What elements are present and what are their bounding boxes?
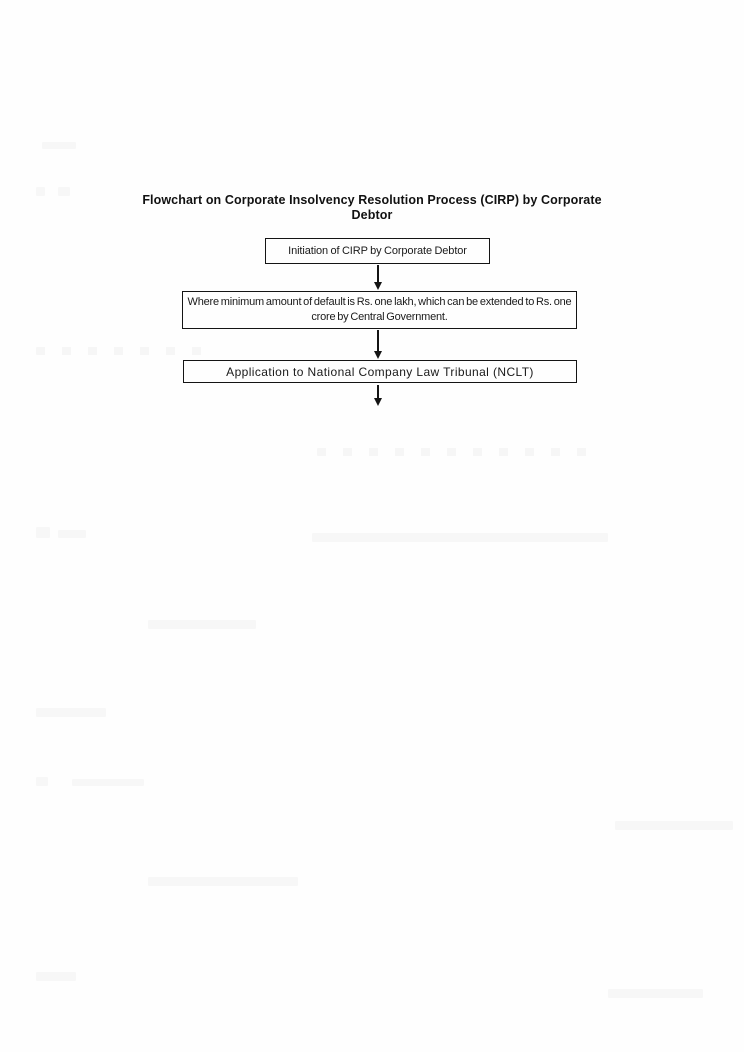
flowchart-node-default-threshold: Where minimum amount of default is Rs. o… bbox=[182, 291, 577, 329]
scan-artifact bbox=[72, 779, 144, 786]
flow-arrow-down-2 bbox=[374, 330, 383, 359]
flow-arrow-down-3 bbox=[374, 385, 383, 406]
arrow-shaft bbox=[377, 385, 379, 398]
arrow-head-icon bbox=[374, 282, 382, 290]
scan-artifact bbox=[36, 777, 48, 786]
scan-artifact bbox=[148, 620, 256, 629]
scan-artifact bbox=[36, 527, 50, 538]
scan-artifact bbox=[58, 530, 86, 538]
flowchart-node-nclt-application-label: Application to National Company Law Trib… bbox=[226, 364, 534, 379]
scan-artifact bbox=[148, 877, 298, 886]
flowchart-node-nclt-application: Application to National Company Law Trib… bbox=[183, 360, 577, 383]
scan-artifact bbox=[615, 821, 733, 830]
flow-arrow-down-1 bbox=[374, 265, 383, 290]
scan-artifact bbox=[36, 347, 204, 355]
flowchart-title: Flowchart on Corporate Insolvency Resolu… bbox=[142, 193, 602, 222]
scan-artifact bbox=[42, 142, 76, 149]
flowchart-node-initiation-label: Initiation of CIRP by Corporate Debtor bbox=[288, 245, 467, 257]
arrow-head-icon bbox=[374, 398, 382, 406]
scan-artifact bbox=[312, 533, 608, 542]
scan-artifact bbox=[36, 708, 106, 717]
flowchart-node-initiation: Initiation of CIRP by Corporate Debtor bbox=[265, 238, 490, 264]
flowchart-node-default-threshold-label: Where minimum amount of default is Rs. o… bbox=[187, 296, 572, 323]
arrow-head-icon bbox=[374, 351, 382, 359]
arrow-shaft bbox=[377, 330, 379, 351]
arrow-shaft bbox=[377, 265, 379, 282]
scan-artifact bbox=[317, 448, 592, 456]
scan-artifact bbox=[36, 972, 76, 981]
scan-artifact bbox=[58, 187, 70, 196]
scan-artifact bbox=[608, 989, 703, 998]
scan-artifact bbox=[36, 187, 45, 196]
